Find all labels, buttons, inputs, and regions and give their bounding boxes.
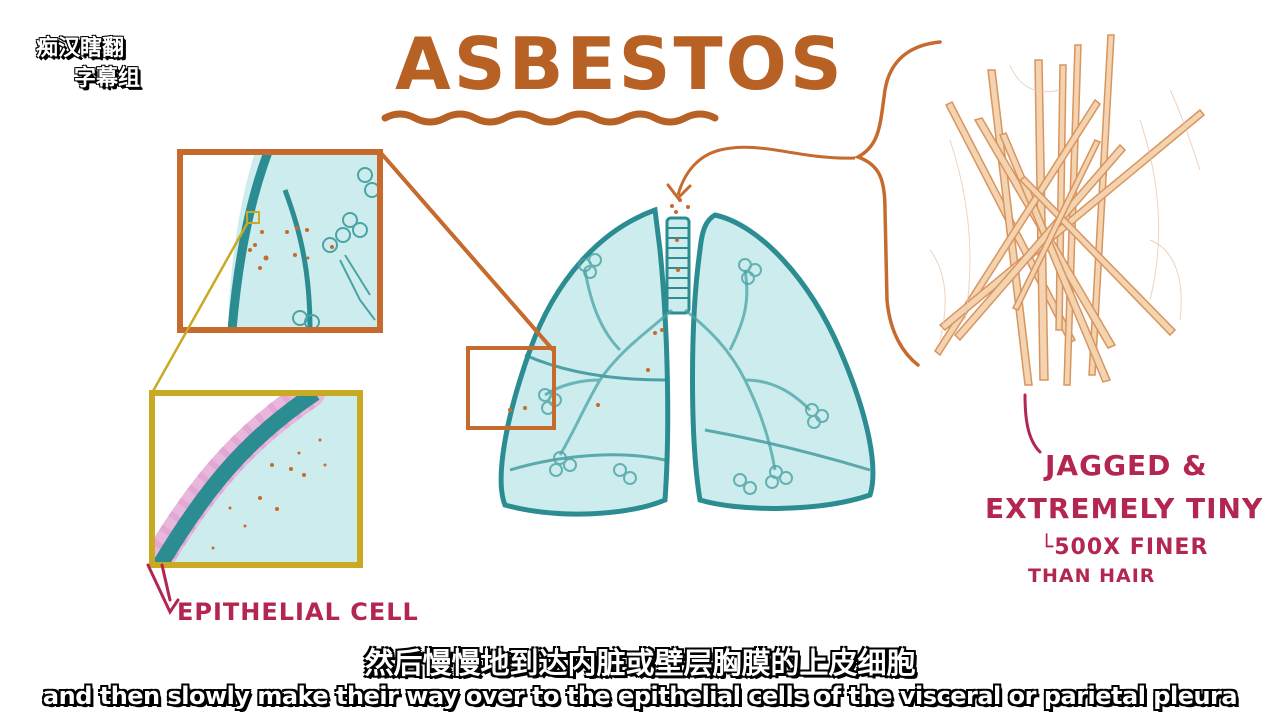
fiber-pointer [1023,393,1042,454]
label-extremely-tiny: EXTREMELY TINY [985,492,1264,525]
subtitle-english: and then slowly make their way over to t… [42,682,1238,710]
lungs-illustration [498,198,876,517]
label-jagged: JAGGED & [1045,449,1208,482]
curly-brace [853,40,942,367]
zoom-box-lung-edge [177,149,556,430]
watermark-line2: 字幕组 [74,66,141,91]
diagram-title: ASBESTOS [395,22,845,106]
watermark-line1: 痴汉瞎翻 [36,36,125,61]
label-epithelial-cell: EPITHELIAL CELL [177,598,419,626]
label-500x-finer: └500X FINER [1040,535,1209,560]
title-underline [381,110,719,126]
label-than-hair: THAN HAIR [1028,565,1156,587]
inhalation-arrow [676,145,856,196]
zoom-box-epithelium [149,221,363,568]
subtitle-group-watermark: 痴汉瞎翻 字幕组 [36,34,140,94]
asbestos-fibers [929,34,1206,386]
subtitle-chinese: 然后慢慢地到达内脏或壁层胸膜的上皮细胞 [364,646,916,680]
epithelial-pointer [146,563,180,616]
